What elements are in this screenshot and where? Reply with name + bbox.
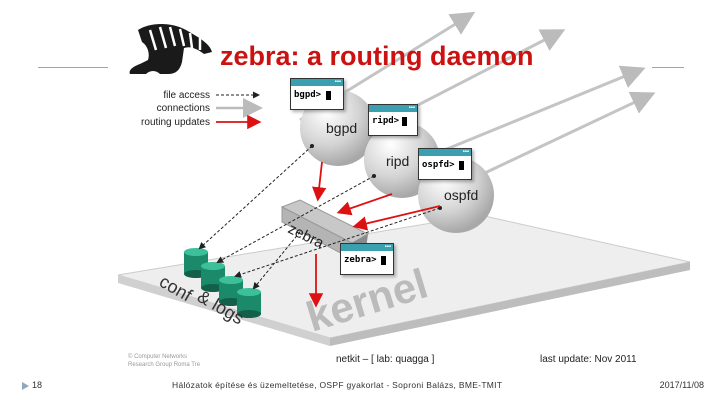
header-rule-right xyxy=(652,67,684,68)
legend-file-access: file access xyxy=(163,90,210,101)
ripd-terminal: ▪▪▪ ripd> xyxy=(368,104,418,136)
terminal-buttons-icon: ▪▪▪ xyxy=(462,149,469,155)
slide-number: 18 xyxy=(32,380,43,390)
terminal-buttons-icon: ▪▪▪ xyxy=(334,79,341,85)
ripd-terminal-titlebar: ▪▪▪ xyxy=(369,105,417,112)
terminal-buttons-icon: ▪▪▪ xyxy=(384,244,391,250)
terminal-buttons-icon: ▪▪▪ xyxy=(408,105,415,111)
copyright-line-1: © Computer Networks xyxy=(128,353,187,360)
cursor-icon xyxy=(326,91,331,100)
ripd-label: ripd xyxy=(386,153,409,169)
zebra-terminal: ▪▪▪ zebra> xyxy=(340,243,394,275)
footer-subject: Hálózatok építése és üzemeltetése, OSPF … xyxy=(172,380,503,390)
cursor-icon xyxy=(459,161,464,170)
netkit-label: netkit – [ lab: quagga ] xyxy=(336,354,435,365)
slide-title: zebra: a routing daemon xyxy=(220,41,534,71)
cursor-icon xyxy=(381,256,386,265)
ospfd-label: ospfd xyxy=(444,187,478,203)
footer-date: 2017/11/08 xyxy=(659,380,704,390)
legend-arrows xyxy=(216,91,263,130)
bgpd-terminal-titlebar: ▪▪▪ xyxy=(291,79,343,86)
zebra-logo xyxy=(129,24,212,74)
zebra-terminal-titlebar: ▪▪▪ xyxy=(341,244,393,251)
ospfd-terminal: ▪▪▪ ospfd> xyxy=(418,148,472,180)
ospfd-prompt: ospfd> xyxy=(422,160,455,170)
zebra-box xyxy=(280,199,370,259)
bgpd-terminal: ▪▪▪ bgpd> xyxy=(290,78,344,110)
copyright-line-2: Research Group Roma Tre xyxy=(128,362,201,368)
file-access-lines xyxy=(198,145,441,290)
last-update-label: last update: Nov 2011 xyxy=(540,354,637,365)
bgpd-label: bgpd xyxy=(326,120,357,136)
legend-connections: connections xyxy=(157,103,210,114)
footer-bullet-icon xyxy=(22,382,29,390)
zebra-prompt: zebra> xyxy=(344,255,377,265)
conf-logs-databases xyxy=(184,248,261,318)
ospfd-terminal-titlebar: ▪▪▪ xyxy=(419,149,471,156)
cursor-icon xyxy=(402,117,407,126)
bgpd-prompt: bgpd> xyxy=(294,90,322,100)
header-rule-left xyxy=(38,67,108,68)
routing-update-arrows xyxy=(308,161,441,308)
legend-routing-updates: routing updates xyxy=(141,117,210,128)
ripd-prompt: ripd> xyxy=(372,116,400,126)
